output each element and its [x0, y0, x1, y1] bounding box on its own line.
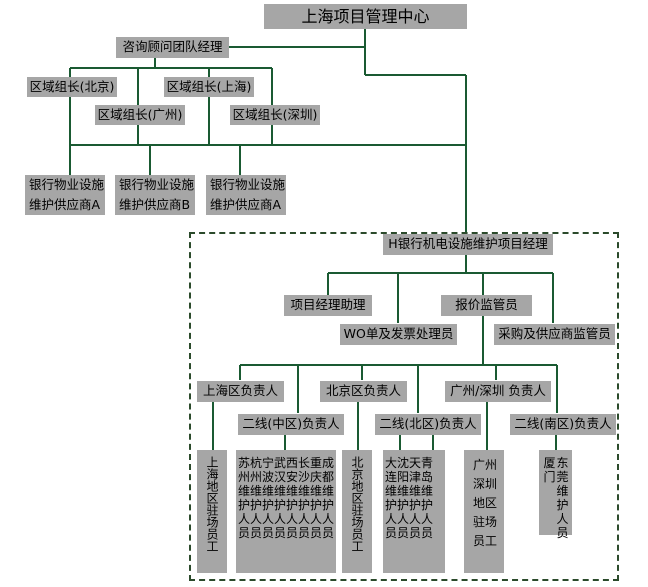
- shanghai-staff-column: 上海地区驻场员工: [197, 450, 227, 573]
- central-staff-item-1: 苏州维护人员: [238, 456, 251, 540]
- beijing-lead-box: 北京区负责人: [320, 381, 407, 402]
- quote-supervisor-box: 报价监管员: [441, 295, 532, 316]
- pm-assistant-box: 项目经理助理: [284, 295, 372, 316]
- south-staff-label: 厦门东莞维护人员: [543, 456, 569, 540]
- second-line-north-box: 二线(北区)负责人: [375, 414, 481, 435]
- gz-sz-lead-box: 广州/深圳 负责人: [445, 381, 551, 402]
- north-staff-item-1: 大连维护人员: [385, 456, 398, 540]
- central-staff-item-3: 宁波维护人员: [262, 456, 275, 540]
- south-staff-column: 厦门东莞维护人员: [539, 450, 572, 540]
- wo-invoice-clerk-box: WO单及发票处理员: [340, 324, 457, 345]
- central-staff-item-5: 西安维护人员: [286, 456, 299, 540]
- north-staff-item-3: 天津维护人员: [409, 456, 422, 540]
- central-staff-item-4: 武汉维护人员: [274, 456, 287, 540]
- gz-sz-staff-column: 广州深圳地区驻场员工: [464, 450, 504, 573]
- hbank-project-manager-box: H银行机电设施维护项目经理: [383, 234, 553, 255]
- central-staff-columns: 苏州维护人员杭州维护人员宁波维护人员武汉维护人员西安维护人员长沙维护人员重庆维护…: [238, 456, 334, 540]
- shanghai-lead-box: 上海区负责人: [197, 381, 284, 402]
- central-staff-item-8: 成都维护人员: [322, 456, 335, 540]
- supplier-b-box: 银行物业设施维护供应商B: [115, 175, 195, 215]
- regional-manager-shenzhen-box: 区域组长(深圳): [230, 105, 320, 125]
- project-scope-border: [189, 232, 619, 581]
- central-staff-item-7: 重庆维护人员: [310, 456, 323, 540]
- beijing-staff-label: 北京地区驻场员工: [350, 456, 364, 552]
- north-staff-columns: 大连维护人员沈阳维护人员天津维护人员青岛维护人员: [385, 456, 433, 540]
- second-line-central-box: 二线(中区)负责人: [238, 414, 344, 435]
- north-staff-item-4: 青岛维护人员: [421, 456, 434, 540]
- north-staff-group: 大连维护人员沈阳维护人员天津维护人员青岛维护人员: [383, 450, 445, 573]
- supplier-a-box: 银行物业设施维护供应商A: [25, 175, 105, 215]
- second-line-south-box: 二线(南区)负责人: [510, 414, 616, 435]
- project-center-box: 上海项目管理中心: [264, 4, 467, 29]
- beijing-staff-column: 北京地区驻场员工: [342, 450, 372, 573]
- north-staff-item-2: 沈阳维护人员: [397, 456, 410, 540]
- regional-manager-shanghai-box: 区域组长(上海): [164, 77, 254, 97]
- shanghai-staff-label: 上海地区驻场员工: [205, 456, 219, 552]
- supplier-a2-box: 银行物业设施维护供应商A: [206, 175, 286, 215]
- central-staff-group: 苏州维护人员杭州维护人员宁波维护人员武汉维护人员西安维护人员长沙维护人员重庆维护…: [236, 450, 336, 573]
- gz-sz-staff-label: 广州深圳地区驻场员工: [472, 458, 497, 548]
- central-staff-item-2: 杭州维护人员: [250, 456, 263, 540]
- central-staff-item-6: 长沙维护人员: [298, 456, 311, 540]
- regional-manager-beijing-box: 区域组长(北京): [27, 77, 117, 97]
- regional-manager-guangzhou-box: 区域组长(广州): [95, 105, 185, 125]
- procurement-supervisor-box: 采购及供应商监管员: [494, 324, 615, 345]
- consultant-manager-box: 咨询顾问团队经理: [116, 37, 229, 58]
